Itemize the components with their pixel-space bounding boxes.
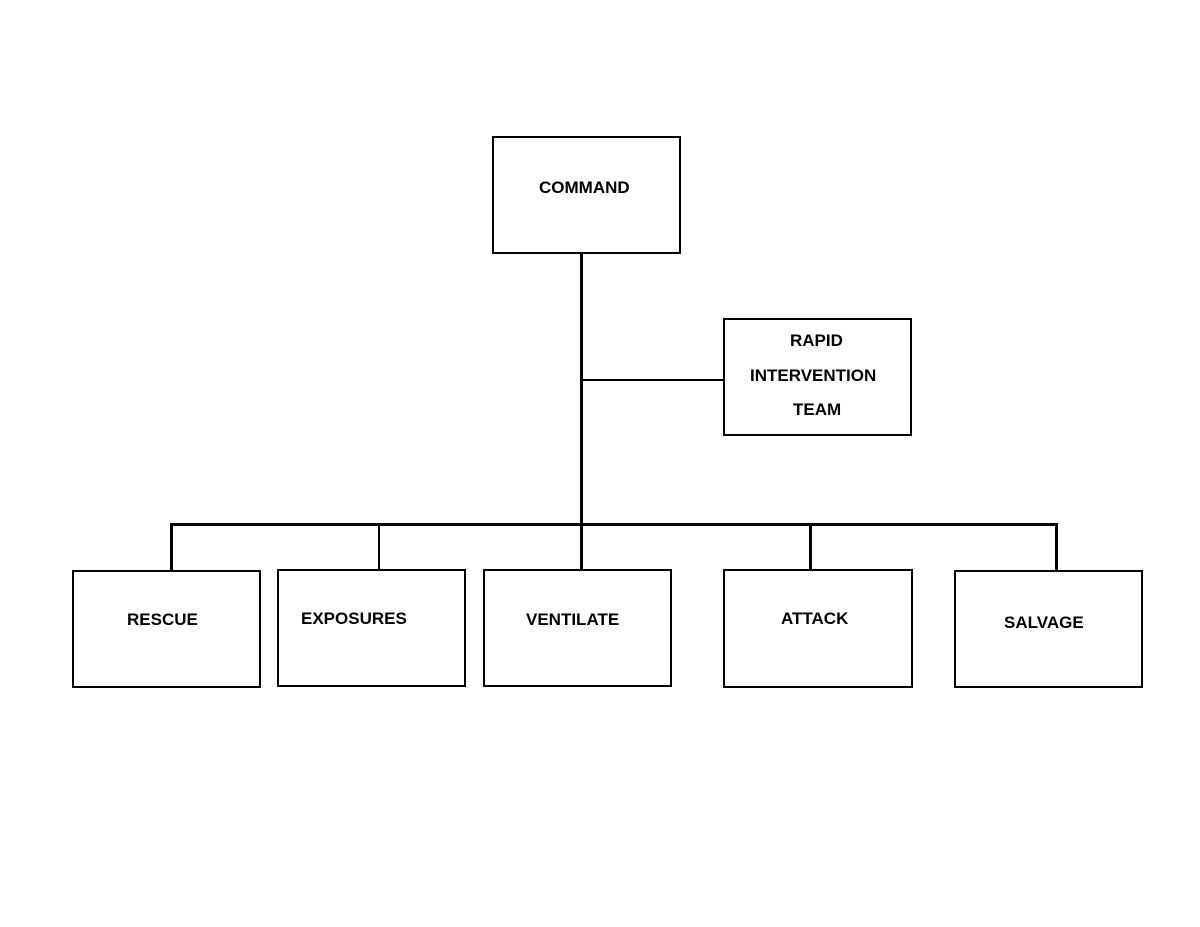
rescue-drop-line (170, 524, 173, 572)
bottom-bus-line (170, 523, 1058, 526)
ventilate-label: VENTILATE (526, 610, 620, 629)
rit-label-line-1: RAPID (790, 331, 843, 350)
rescue-label: RESCUE (127, 610, 198, 629)
command-box (492, 136, 681, 254)
attack-drop-line (809, 524, 812, 571)
rit-label-line-2: INTERVENTION (750, 366, 877, 385)
main-trunk-line (580, 252, 583, 525)
rapid-intervention-team-box (723, 318, 912, 436)
rit-label-line-3: TEAM (793, 400, 842, 419)
command-label: COMMAND (539, 178, 630, 197)
ventilate-box (483, 569, 672, 687)
exposures-box (277, 569, 466, 687)
ventilate-drop-line (580, 524, 583, 571)
attack-box (723, 569, 913, 688)
exposures-drop-line (378, 524, 380, 571)
exposures-label: EXPOSURES (301, 609, 407, 628)
rescue-box (72, 570, 261, 688)
attack-label: ATTACK (781, 609, 849, 628)
salvage-box (954, 570, 1143, 688)
rit-branch-line (582, 379, 725, 381)
salvage-drop-line (1055, 524, 1058, 572)
salvage-label: SALVAGE (1004, 613, 1084, 632)
